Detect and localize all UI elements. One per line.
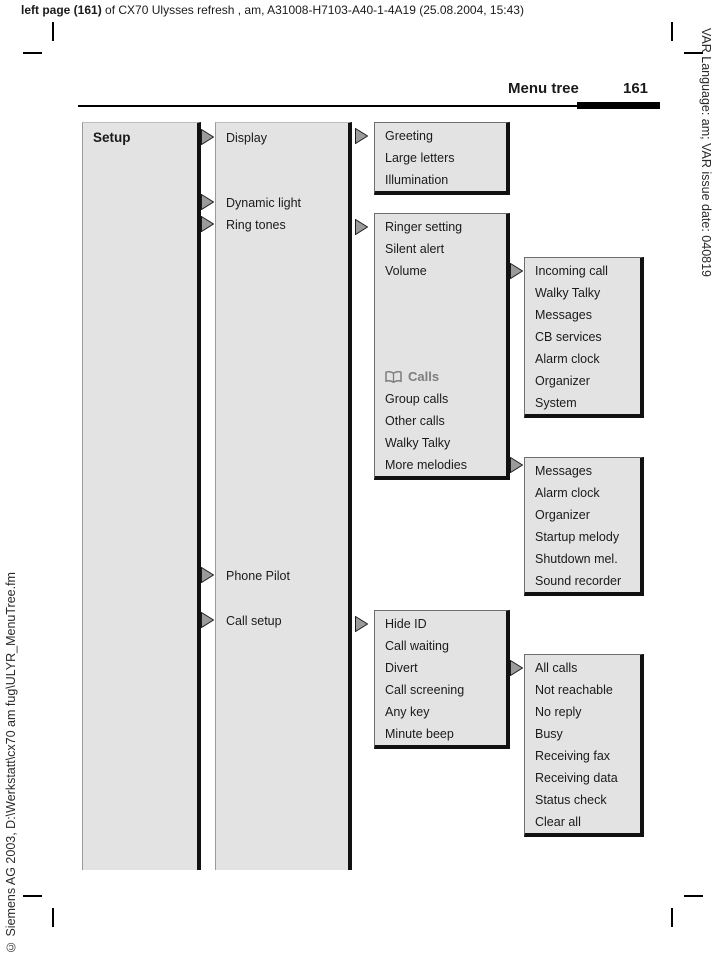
arrow-right-icon <box>201 611 215 629</box>
page-number: 161 <box>623 80 649 97</box>
crop-mark <box>23 52 42 54</box>
menu-item-startup-melody: Startup melody <box>535 530 620 544</box>
menu-item-status-check: Status check <box>535 793 607 807</box>
menu-item-ringer-setting: Ringer setting <box>385 220 463 234</box>
arrow-right-icon <box>510 262 524 280</box>
menu-item-display: Display <box>226 131 267 145</box>
menu-item-messages: Messages <box>535 308 592 322</box>
menu-item-call-screening: Call screening <box>385 683 465 697</box>
crop-mark <box>671 908 673 927</box>
page-title: Menu tree <box>508 80 579 97</box>
menu-item-messages: Messages <box>535 464 592 478</box>
print-header-bold: left page (161) <box>21 3 102 17</box>
arrow-right-icon <box>201 193 215 211</box>
arrow-right-icon <box>201 566 215 584</box>
menu-item-alarm-clock: Alarm clock <box>535 352 600 366</box>
menu-item-walky-talky: Walky Talky <box>385 436 451 450</box>
var-margin-note: VAR Language: am; VAR issue date: 040819 <box>699 28 713 278</box>
print-header: left page (161) of CX70 Ulysses refresh … <box>21 3 524 17</box>
menu-item-system: System <box>535 396 577 410</box>
open-book-icon <box>385 371 402 383</box>
crop-mark <box>52 22 54 41</box>
header-rule-accent <box>577 102 660 109</box>
menu-item-divert: Divert <box>385 661 418 675</box>
menu-item-any-key: Any key <box>385 705 430 719</box>
menu-item-no-reply: No reply <box>535 705 582 719</box>
menu-item-greeting: Greeting <box>385 129 433 143</box>
menu-section-header-calls: Calls <box>385 366 506 388</box>
menu-item-illumination: Illumination <box>385 173 449 187</box>
menu-item-not-reachable: Not reachable <box>535 683 613 697</box>
print-header-rest: of CX70 Ulysses refresh , am, A31008-H71… <box>101 3 524 17</box>
menu-item-cb-services: CB services <box>535 330 602 344</box>
arrow-right-icon <box>201 128 215 146</box>
menu-item-receiving-fax: Receiving fax <box>535 749 611 763</box>
menu-item-volume: Volume <box>385 264 427 278</box>
menu-item-silent-alert: Silent alert <box>385 242 445 256</box>
crop-mark <box>684 52 703 54</box>
arrow-right-icon <box>355 127 369 145</box>
arrow-right-icon <box>510 456 524 474</box>
menu-item-phone-pilot: Phone Pilot <box>226 569 290 583</box>
menu-section-label: Calls <box>408 369 440 384</box>
menu-item-organizer: Organizer <box>535 374 590 388</box>
menu-item-all-calls: All calls <box>535 661 578 675</box>
menu-item-alarm-clock: Alarm clock <box>535 486 600 500</box>
menu-item-other-calls: Other calls <box>385 414 445 428</box>
arrow-right-icon <box>201 215 215 233</box>
copyright-margin-note: © Siemens AG 2003, D:\Werkstatt\cx70 am … <box>4 572 18 954</box>
menu-item-dynamic-light: Dynamic light <box>226 196 302 210</box>
arrow-right-icon <box>355 218 369 236</box>
menu-item-incoming-call: Incoming call <box>535 264 608 278</box>
menu-item-large-letters: Large letters <box>385 151 455 165</box>
crop-mark <box>23 895 42 897</box>
menu-item-group-calls: Group calls <box>385 392 449 406</box>
menu-item-hide-id: Hide ID <box>385 617 427 631</box>
menu-item-organizer: Organizer <box>535 508 590 522</box>
crop-mark <box>684 895 703 897</box>
arrow-right-icon <box>510 659 524 677</box>
menu-root-label: Setup <box>93 130 131 145</box>
menu-column-root: Setup <box>82 122 201 870</box>
menu-item-call-setup: Call setup <box>226 614 282 628</box>
menu-item-shutdown-mel: Shutdown mel. <box>535 552 618 566</box>
crop-mark <box>671 22 673 41</box>
menu-item-walky-talky: Walky Talky <box>535 286 601 300</box>
crop-mark <box>52 908 54 927</box>
arrow-right-icon <box>355 615 369 633</box>
menu-item-busy: Busy <box>535 727 563 741</box>
menu-item-call-waiting: Call waiting <box>385 639 449 653</box>
menu-item-sound-recorder: Sound recorder <box>535 574 622 588</box>
menu-item-receiving-data: Receiving data <box>535 771 618 785</box>
menu-item-clear-all: Clear all <box>535 815 581 829</box>
menu-item-minute-beep: Minute beep <box>385 727 454 741</box>
menu-item-ring-tones: Ring tones <box>226 218 286 232</box>
header-rule <box>78 105 660 107</box>
menu-item-more-melodies: More melodies <box>385 458 467 472</box>
